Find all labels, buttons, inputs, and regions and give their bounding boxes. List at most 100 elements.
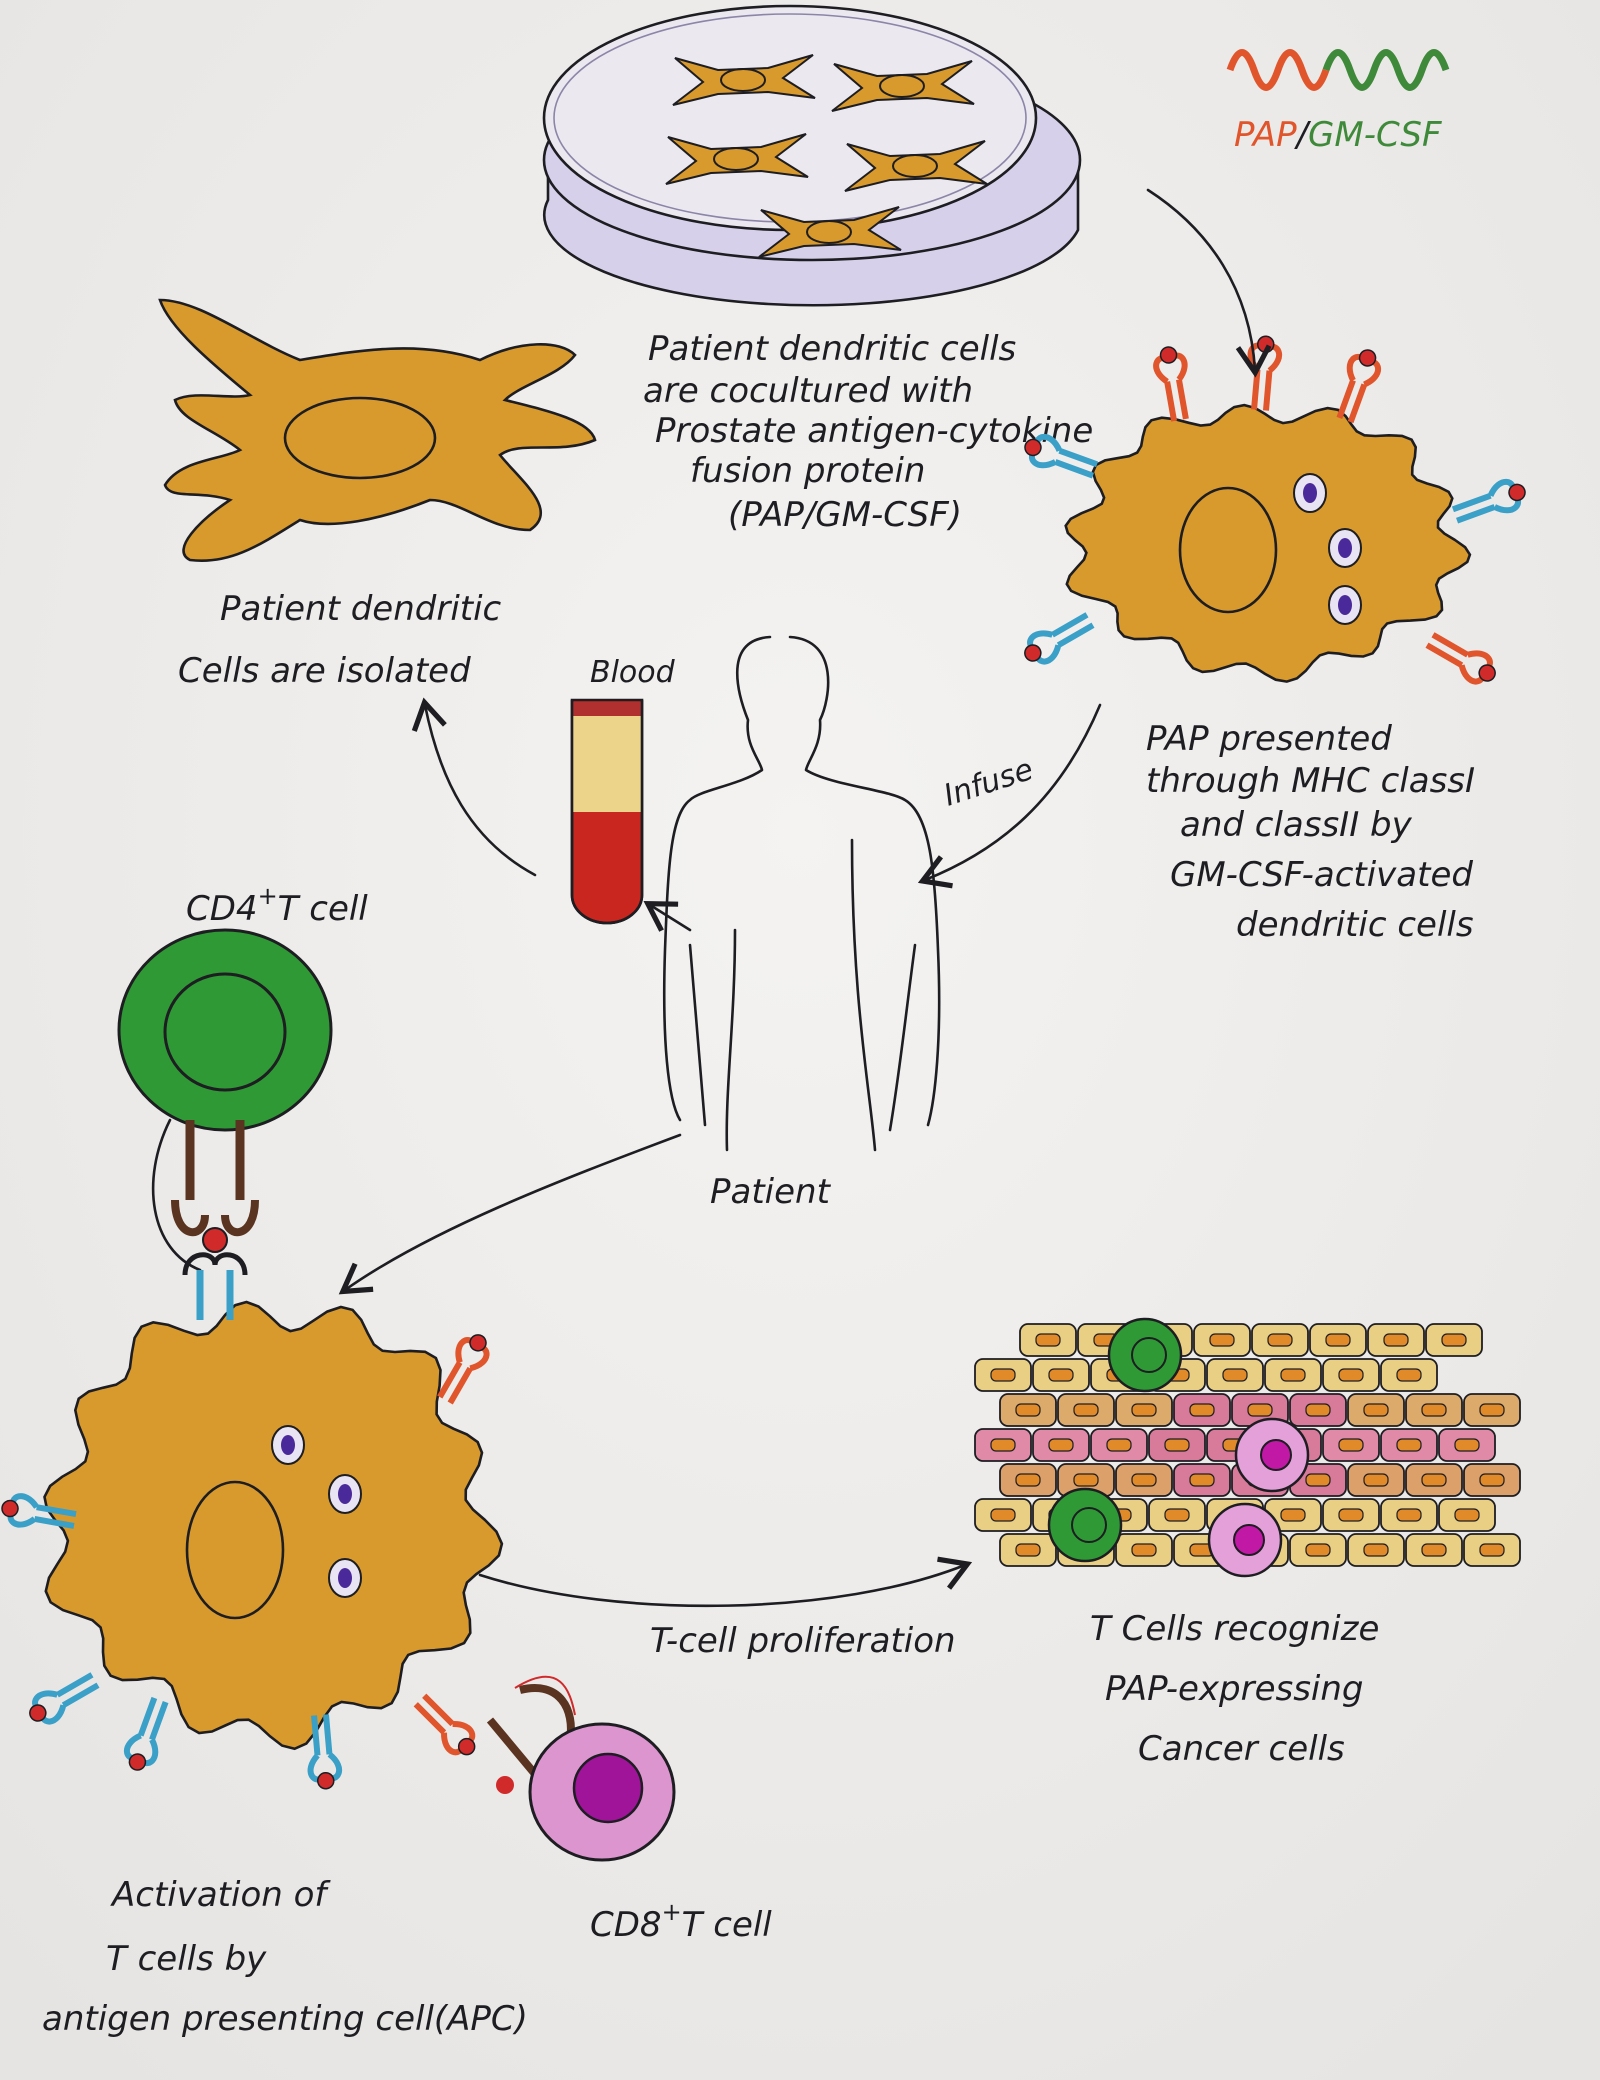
antigen-vesicle (1328, 528, 1362, 568)
arrow-patient-to-blood (643, 900, 692, 932)
caption-line: T cells by (106, 1939, 267, 1979)
antigen-vesicle (271, 1425, 305, 1465)
caption-line: Cells are isolated (178, 651, 471, 691)
caption-line: dendritic cells (1236, 905, 1474, 945)
pap-cancer-cell (1234, 1417, 1310, 1493)
cancer-cell (1193, 1323, 1251, 1357)
pap-squiggle-icon (1226, 49, 1330, 91)
mhc-receptor (1024, 612, 1095, 665)
cancer-cell (1173, 1393, 1231, 1427)
caption-line: (PAP/GM-CSF) (728, 495, 962, 535)
cancer-cell (1438, 1498, 1496, 1532)
cancer-cell (1019, 1323, 1077, 1357)
caption-line: Patient dendritic (220, 589, 502, 629)
cancer-cell (1032, 1428, 1090, 1462)
cancer-cell (1425, 1323, 1483, 1357)
mhc-receptor (307, 1714, 343, 1790)
caption-line: fusion protein (690, 451, 925, 491)
cancer-cell (1405, 1533, 1463, 1567)
cancer-cell (999, 1393, 1057, 1427)
cancer-cell (999, 1533, 1057, 1567)
presentation-caption: PAP presented through MHC classI and cla… (1146, 719, 1475, 945)
cancer-cell (1251, 1323, 1309, 1357)
cultured-dendritic-cell (844, 140, 988, 192)
cancer-cell (1347, 1463, 1405, 1497)
cancer-cell (1289, 1533, 1347, 1567)
cancer-cell (1173, 1463, 1231, 1497)
gmcsf-squiggle-icon (1322, 49, 1450, 91)
mhc-receptor (413, 1693, 476, 1756)
mhc-receptor (123, 1696, 169, 1771)
cancer-cell (1115, 1393, 1173, 1427)
cancer-cell (1463, 1393, 1521, 1427)
caption-line: and classII by (1180, 805, 1413, 845)
blood-tube: Blood (570, 655, 676, 925)
arrow-to-activated-dc (1146, 188, 1272, 378)
mhc-receptor (1451, 478, 1526, 524)
cancer-cell (1090, 1428, 1148, 1462)
cancer-cell (1347, 1393, 1405, 1427)
coculture-caption: Patient dendritic cells are cocultured w… (643, 329, 1093, 535)
caption-line: Activation of (110, 1875, 331, 1915)
legend: PAP/GM-CSF (1226, 49, 1450, 155)
legend-gmcsf: GM-CSF (1308, 115, 1442, 155)
caption-line: Cancer cells (1138, 1729, 1345, 1769)
caption-line: PAP presented (1146, 719, 1392, 759)
mhc-receptor (1336, 349, 1382, 424)
legend-pap: PAP (1234, 115, 1297, 155)
cancer-cell (1367, 1323, 1425, 1357)
caption-line: Patient dendritic cells (648, 329, 1016, 369)
cd8-label: CD8+T cell (590, 1898, 772, 1945)
cultured-dendritic-cell (672, 54, 816, 106)
cancer-cell (1438, 1428, 1496, 1462)
activated-dendritic-cell (1024, 335, 1526, 685)
cancer-cell (1032, 1358, 1090, 1392)
pap-cancer-cell (1207, 1502, 1283, 1578)
cancer-cell (1463, 1533, 1521, 1567)
mhc-receptor (1153, 346, 1189, 422)
cultured-dendritic-cell (758, 206, 902, 258)
isolation-caption: Patient dendritic Cells are isolated (178, 589, 502, 691)
antigen-presenting-cell (1, 1252, 504, 1790)
arrow-to-apc (338, 1133, 682, 1295)
cancer-cell (1322, 1358, 1380, 1392)
cultured-dendritic-cell (665, 133, 809, 185)
arrow-blood-to-isolation (411, 697, 537, 877)
caption-line: Prostate antigen-cytokine (655, 411, 1093, 451)
cancer-cell (1380, 1498, 1438, 1532)
caption-line: PAP-expressing (1105, 1669, 1364, 1709)
cancer-cell (1322, 1428, 1380, 1462)
isolated-dendritic-cell (158, 298, 597, 563)
cancer-cell (1115, 1533, 1173, 1567)
cancer-cell (1206, 1358, 1264, 1392)
cancer-cell (974, 1428, 1032, 1462)
cancer-cell (1347, 1533, 1405, 1567)
cd4-t-cell: CD4+T cell (117, 882, 368, 1272)
antigen-vesicle (328, 1474, 362, 1514)
cancer-cell (1380, 1358, 1438, 1392)
legend-separator: / (1294, 115, 1312, 155)
cancer-cell (974, 1498, 1032, 1532)
cultured-dendritic-cell (831, 60, 975, 112)
arrow-infuse (917, 703, 1102, 889)
recognition-caption: T Cells recognize PAP-expressing Cancer … (1090, 1609, 1379, 1769)
caption-line: T Cells recognize (1090, 1609, 1379, 1649)
caption-line: through MHC classI (1146, 761, 1475, 801)
svg-text:PAP/GM-CSF: PAP/GM-CSF (1234, 115, 1442, 155)
mhc-receptor (29, 1672, 100, 1725)
petri-dish (542, 4, 1082, 307)
cd8-t-cell: CD8+T cell (486, 1675, 772, 1945)
cancer-cell (1405, 1393, 1463, 1427)
tumor-cluster (974, 1317, 1521, 1578)
patient-label: Patient (710, 1172, 832, 1212)
proliferation-label: T-cell proliferation (650, 1621, 956, 1661)
cancer-cell (1148, 1498, 1206, 1532)
mhc-receptor (1425, 632, 1496, 685)
caption-line: GM-CSF-activated (1170, 855, 1473, 895)
antigen-vesicle (328, 1558, 362, 1598)
cancer-cell (1380, 1428, 1438, 1462)
mhc-receptor (1024, 433, 1099, 479)
patient-figure: Patient (662, 635, 941, 1212)
cd4-label: CD4+T cell (186, 882, 368, 929)
